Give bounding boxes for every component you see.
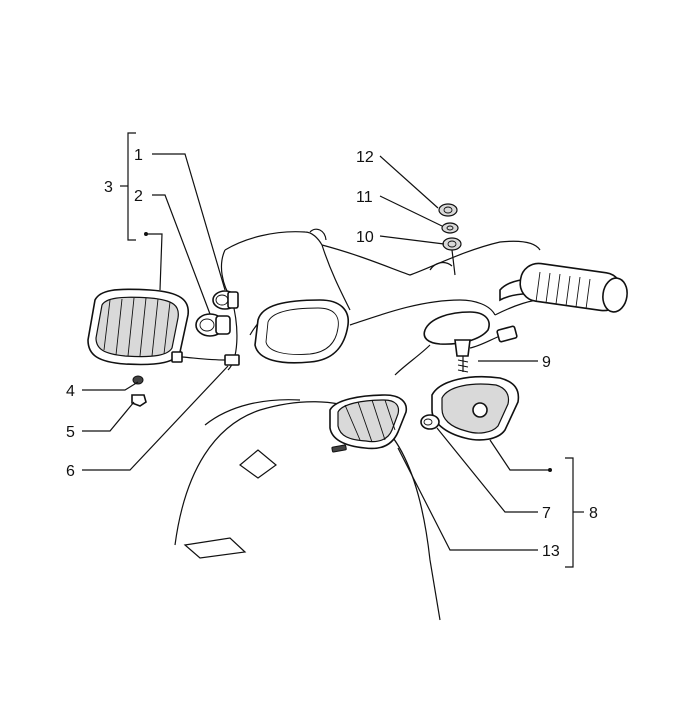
callout-11: 11 bbox=[356, 189, 373, 206]
nut-stack bbox=[438, 203, 462, 276]
headlamp bbox=[87, 288, 189, 366]
callout-7: 7 bbox=[542, 505, 551, 522]
callout-10: 10 bbox=[356, 229, 374, 246]
indicator-housing bbox=[431, 376, 520, 441]
callout-4: 4 bbox=[66, 383, 75, 400]
bulb-small bbox=[212, 290, 239, 310]
callout-8: 8 bbox=[589, 505, 598, 522]
bracket-3 bbox=[120, 132, 136, 241]
callout-5: 5 bbox=[66, 424, 75, 441]
callout-12: 12 bbox=[356, 149, 374, 166]
switch-connector bbox=[454, 325, 518, 373]
lens-screw bbox=[331, 444, 347, 453]
scooter-body-outline bbox=[174, 228, 628, 621]
adjuster-screw bbox=[131, 394, 147, 407]
right-grip bbox=[519, 262, 628, 313]
bulb-large bbox=[195, 313, 231, 337]
indicator-bulb bbox=[420, 414, 440, 430]
leader-lines bbox=[82, 153, 552, 551]
callout-13: 13 bbox=[542, 543, 560, 560]
callout-1: 1 bbox=[134, 147, 143, 164]
wiring-harness bbox=[171, 351, 240, 366]
callout-9: 9 bbox=[542, 354, 551, 371]
bracket-8 bbox=[565, 457, 584, 568]
callout-3: 3 bbox=[104, 179, 113, 196]
callout-6: 6 bbox=[66, 463, 75, 480]
front-indicator-lens bbox=[329, 394, 408, 450]
callout-labels: 1 2 3 4 5 6 7 8 9 10 11 12 13 bbox=[66, 147, 598, 560]
adjuster-spring bbox=[132, 375, 144, 385]
callout-2: 2 bbox=[134, 188, 143, 205]
